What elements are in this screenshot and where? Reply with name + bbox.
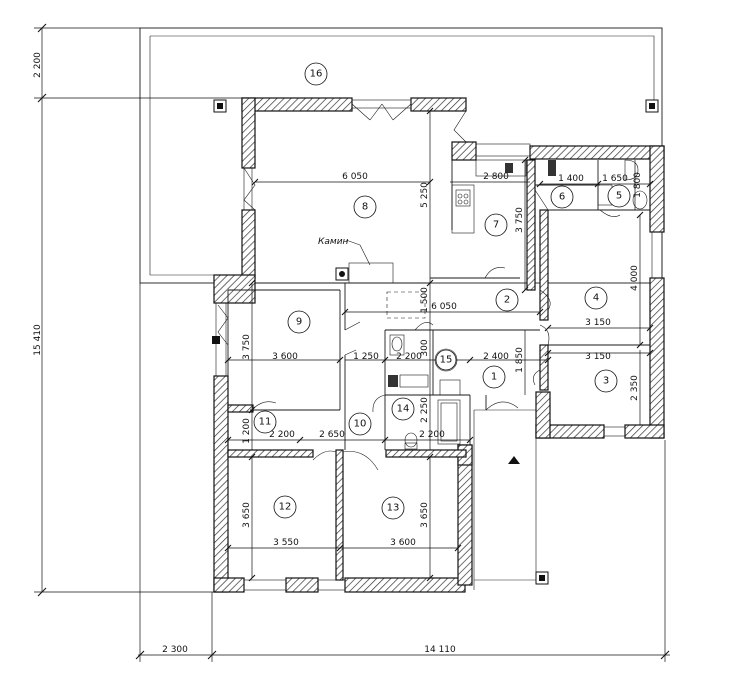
dim-text: 4 000 bbox=[630, 265, 640, 291]
room-number: 10 bbox=[354, 419, 367, 430]
room-number: 12 bbox=[279, 502, 292, 513]
dim-text: 2 300 bbox=[162, 645, 188, 655]
room-number: 14 bbox=[397, 404, 410, 415]
room-number: 2 bbox=[504, 295, 510, 306]
room-number: 7 bbox=[493, 220, 499, 231]
dim-text: 2 200 bbox=[419, 430, 445, 440]
dim-text: 1 850 bbox=[515, 347, 525, 373]
dim-text: 3 650 bbox=[242, 502, 252, 528]
columns bbox=[212, 99, 659, 585]
dim-text: 1 650 bbox=[602, 174, 628, 184]
dim-text: 1 500 bbox=[420, 287, 430, 313]
dim-text: 1 250 bbox=[353, 352, 379, 362]
room-number: 1 bbox=[491, 372, 497, 383]
dim-text: 2 250 bbox=[420, 397, 430, 423]
dim-text: 14 110 bbox=[424, 645, 456, 655]
dim-text: 2 650 bbox=[319, 430, 345, 440]
room-markers: 1 2 3 4 5 6 7 8 9 10 11 12 13 14 15 16 bbox=[253, 62, 631, 520]
dim-text: 1 200 bbox=[242, 418, 252, 444]
exterior-walls bbox=[213, 97, 665, 593]
dimension-lines bbox=[34, 23, 670, 662]
room-number: 11 bbox=[259, 417, 272, 428]
dim-text: 3 150 bbox=[585, 318, 611, 328]
fireplace-label: Камин bbox=[318, 237, 349, 247]
dim-text: 15 410 bbox=[33, 324, 43, 356]
room-number: 5 bbox=[616, 191, 622, 202]
dimension-texts: 2 200 15 410 2 300 14 110 6 050 2 800 1 … bbox=[33, 52, 643, 655]
dim-text: 5 250 bbox=[420, 182, 430, 208]
room-number: 4 bbox=[593, 293, 599, 304]
dim-text: 3 750 bbox=[242, 334, 252, 360]
room-number: 15 bbox=[440, 355, 453, 366]
dim-text: 3 600 bbox=[390, 538, 416, 548]
dim-text: 1 800 bbox=[633, 172, 643, 198]
dim-text: 3 600 bbox=[272, 352, 298, 362]
dim-text: 2 400 bbox=[483, 352, 509, 362]
room-number: 16 bbox=[310, 69, 323, 80]
room-number: 9 bbox=[296, 317, 302, 328]
dim-text: 3 650 bbox=[420, 502, 430, 528]
dim-text: 2 200 bbox=[269, 430, 295, 440]
dim-text: 2 800 bbox=[483, 172, 509, 182]
dim-text: 2 200 bbox=[396, 352, 422, 362]
dim-text: 6 050 bbox=[342, 172, 368, 182]
windows bbox=[215, 99, 663, 591]
fixtures bbox=[335, 159, 648, 590]
dim-text: 1 400 bbox=[558, 174, 584, 184]
dim-text: 3 150 bbox=[585, 352, 611, 362]
doors bbox=[217, 103, 621, 471]
room-number: 8 bbox=[362, 202, 368, 213]
dim-text: 300 bbox=[420, 339, 430, 356]
dim-text: 3 550 bbox=[273, 538, 299, 548]
room-number: 3 bbox=[603, 376, 609, 387]
dim-text: 3 750 bbox=[515, 207, 525, 233]
dim-text: 2 350 bbox=[630, 375, 640, 401]
room-number: 6 bbox=[559, 192, 565, 203]
dim-text: 6 050 bbox=[431, 302, 457, 312]
dim-text: 2 200 bbox=[33, 52, 43, 78]
room-number: 13 bbox=[387, 503, 400, 514]
